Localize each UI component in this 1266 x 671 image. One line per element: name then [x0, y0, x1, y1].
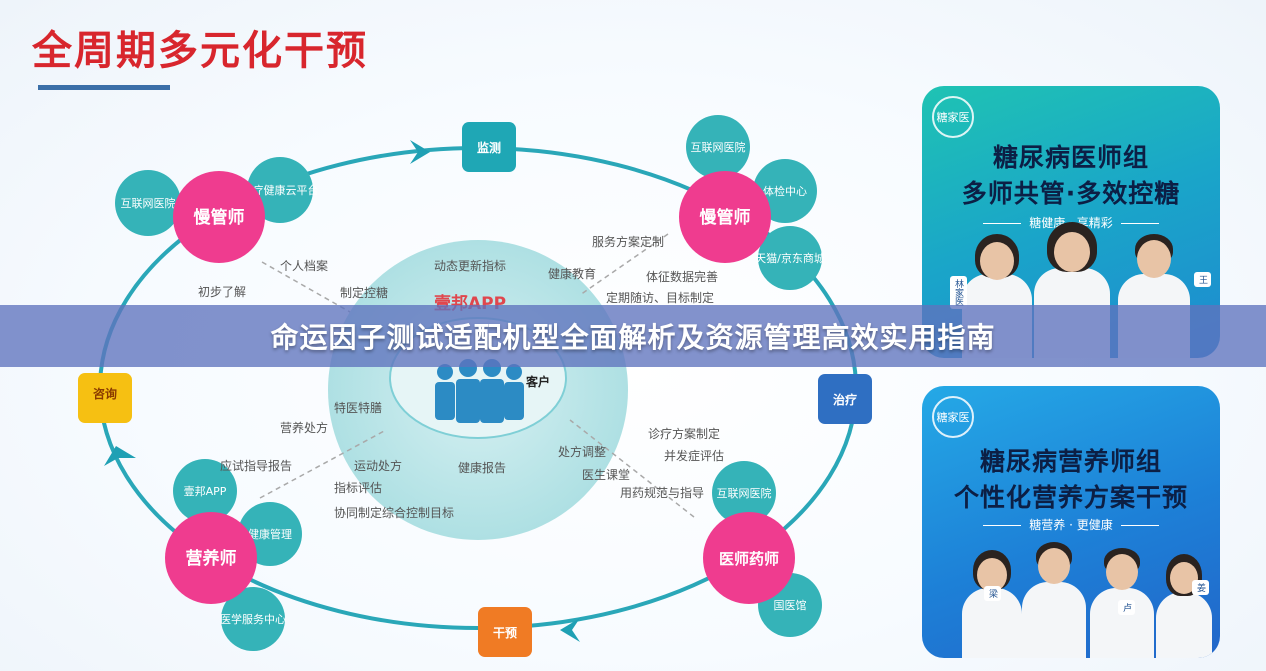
- page-title: 全周期多元化干预: [32, 28, 368, 74]
- cycle-arrow-left: [104, 446, 136, 466]
- cycle-arrow-top: [410, 140, 430, 164]
- sat-medical-service-center[interactable]: [221, 587, 285, 651]
- card-title-line1: 糖尿病医师组: [992, 143, 1149, 172]
- role-nutritionist[interactable]: [165, 512, 257, 604]
- nutritionist-photo: [1156, 554, 1212, 658]
- label-initial-understanding: 初步了解: [198, 285, 246, 299]
- sat-tmall-jd[interactable]: [758, 226, 822, 290]
- doctor-name-tag: 林家医: [950, 276, 967, 309]
- role-chronic-left[interactable]: [173, 171, 265, 263]
- arrow-nutrition: [259, 429, 387, 499]
- customer-label: 客户: [525, 374, 550, 389]
- card-logo: 糖家医: [932, 96, 974, 138]
- monitor-box[interactable]: [462, 122, 516, 172]
- label-joint-goal: 协同制定综合控制目标: [334, 505, 454, 520]
- sat-internet-hospital-right[interactable]: [712, 461, 776, 525]
- label-set-control: 制定控糖: [340, 285, 388, 300]
- card-title-line1: 糖尿病营养师组: [979, 447, 1162, 476]
- title-underline: [38, 85, 170, 90]
- arrow-chronic-left: [261, 261, 351, 313]
- sat-label-checkup-center: 体检中心: [763, 184, 807, 198]
- card-title-line2: 个性化营养方案干预: [953, 483, 1188, 512]
- treatment-box-label: 治疗: [833, 392, 857, 407]
- sat-internet-hospital-left[interactable]: [115, 170, 181, 236]
- sat-label-cloud-platform: 医疗健康云平台: [242, 183, 319, 197]
- sat-label-internet-hospital-right: 互联网医院: [717, 486, 772, 500]
- card-slogan: 糖营养 · 更健康: [922, 516, 1220, 533]
- treatment-box[interactable]: [818, 374, 872, 424]
- dynamic-indicator-label: 动态更新指标: [434, 258, 506, 273]
- card-title-line2: 多师共管·多效控糖: [961, 179, 1181, 208]
- label-complication-eval: 并发症评估: [664, 448, 724, 463]
- role-label-chronic-right: 慢管师: [700, 207, 751, 228]
- role-doctor-pharmacist[interactable]: [703, 512, 795, 604]
- nutritionist-name-tag: 梁: [984, 586, 1001, 601]
- banner-text: 命运因子测试适配机型全面解析及资源管理高效实用指南: [270, 321, 996, 354]
- label-special-diet: 特医特膳: [334, 400, 382, 415]
- label-medication-guidance: 用药规范与指导: [620, 485, 704, 500]
- role-label-doctor-pharmacist: 医师药师: [719, 550, 779, 568]
- label-health-education: 健康教育: [548, 266, 596, 281]
- label-indicator-eval: 指标评估: [334, 480, 382, 495]
- sat-yibang-app[interactable]: [173, 459, 237, 523]
- label-personal-file: 个人档案: [280, 258, 328, 273]
- label-exercise-prescription: 运动处方: [354, 458, 402, 473]
- label-doctor-class: 医生课堂: [582, 468, 630, 482]
- intervention-box[interactable]: [478, 607, 532, 657]
- sat-label-health-mgmt: 健康管理: [248, 527, 292, 541]
- label-physical-data: 体征数据完善: [646, 269, 718, 284]
- label-prescription-adjust: 处方调整: [558, 444, 606, 459]
- sat-label-medical-service-center: 医学服务中心: [220, 612, 286, 626]
- role-chronic-right[interactable]: [679, 171, 771, 263]
- card-logo: 糖家医: [932, 396, 974, 438]
- label-regular-followup: 定期随访、目标制定: [606, 290, 714, 305]
- sat-internet-hospital-top[interactable]: [686, 115, 750, 179]
- nutritionist-name-tag: 姜: [1192, 580, 1209, 595]
- label-nutrition-plan: 营养处方: [280, 420, 328, 435]
- consult-box[interactable]: [78, 373, 132, 423]
- nutritionist-group-card[interactable]: 糖家医 糖尿病营养师组 个性化营养方案干预 糖营养 · 更健康 梁 卢 姜: [922, 386, 1220, 658]
- nutritionist-photo: [1090, 548, 1154, 658]
- doctor-name-tag: 王: [1194, 272, 1211, 287]
- label-health-report: 健康报告: [458, 460, 506, 475]
- cycle-arrow-bottom: [560, 618, 580, 642]
- sat-label-tmall-jd: 天猫/京东商城: [755, 251, 825, 265]
- intervention-box-label: 干预: [493, 626, 517, 640]
- sat-label-internet-hospital-left: 互联网医院: [121, 196, 176, 210]
- label-service-plan: 服务方案定制: [592, 234, 664, 249]
- sat-label-national-hall: 国医馆: [774, 598, 807, 612]
- nutritionist-photo: [1022, 542, 1086, 658]
- consult-box-label: 咨询: [93, 386, 117, 401]
- monitor-box-label: 监测: [477, 140, 501, 155]
- overlay-banner: 命运因子测试适配机型全面解析及资源管理高效实用指南: [0, 305, 1266, 367]
- sat-label-internet-hospital-top: 互联网医院: [691, 140, 746, 154]
- label-treatment-plan: 诊疗方案制定: [648, 426, 720, 441]
- role-label-chronic-left: 慢管师: [194, 207, 245, 228]
- nutritionist-name-tag: 卢: [1118, 600, 1135, 615]
- label-adapted-report: 应试指导报告: [220, 458, 292, 473]
- sat-label-yibang-app: 壹邦APP: [184, 485, 227, 498]
- role-label-nutritionist: 营养师: [186, 548, 237, 569]
- customer-group-icon: [435, 359, 524, 423]
